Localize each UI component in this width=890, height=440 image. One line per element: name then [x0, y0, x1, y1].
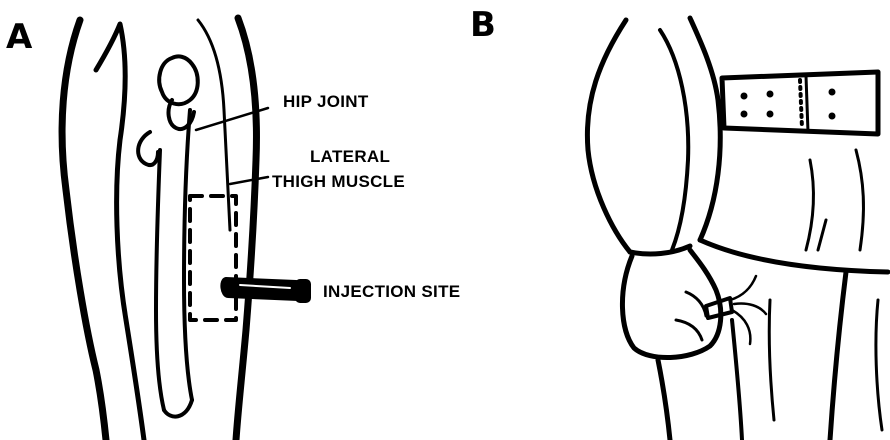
lateral-label-line1: LATERAL — [310, 148, 390, 165]
trouser-right — [830, 272, 846, 440]
fist-knuckle-2 — [676, 320, 702, 340]
panel-b-soldier — [587, 18, 888, 440]
trouser-pucker — [730, 276, 766, 344]
trouser-crease-2 — [876, 300, 882, 430]
belt-grommet-5 — [767, 111, 773, 117]
sleeve-cuff — [630, 246, 690, 254]
belt-grommet-3 — [829, 89, 835, 95]
jacket-fold-1 — [806, 160, 813, 250]
belt-grommet-1 — [741, 93, 747, 99]
panel-a-thigh — [62, 18, 268, 440]
trouser-crease-1 — [769, 300, 774, 420]
lesser-trochanter — [138, 132, 158, 165]
jacket-fold-2 — [856, 150, 863, 250]
thigh-muscle-label: THIGH MUSCLE — [272, 173, 405, 190]
hip-joint-label: HIP JOINT — [283, 93, 369, 110]
arm-inner — [660, 30, 688, 250]
fist-knuckle-1 — [686, 292, 706, 316]
injection-site-label: INJECTION SITE — [323, 283, 460, 300]
femur-distal-end — [164, 400, 192, 417]
lateral-muscle-leader — [230, 177, 268, 184]
femur-shaft-left — [156, 150, 164, 410]
injector-body — [222, 279, 303, 299]
femur-head — [159, 56, 198, 104]
injector-cap — [296, 280, 310, 302]
trouser-left-outer — [658, 360, 670, 440]
belt-grommet-2 — [767, 91, 773, 97]
trouser-left-inner — [732, 320, 742, 440]
belt-grommet-4 — [741, 111, 747, 117]
thigh-outer-right-contour — [236, 18, 256, 440]
panel-a-letter: A — [6, 20, 32, 54]
panel-b-letter: B — [470, 8, 496, 42]
belt-buckle-line — [806, 76, 808, 132]
belt-grommet-6 — [829, 113, 835, 119]
jacket-fold-3 — [818, 220, 826, 250]
arm-outer — [690, 18, 720, 240]
thigh-inner-left-contour — [96, 24, 144, 440]
jacket-back — [587, 20, 630, 252]
thigh-outer-left-contour — [62, 20, 106, 440]
belt-buckle-dots — [800, 80, 802, 128]
fist — [622, 250, 720, 358]
